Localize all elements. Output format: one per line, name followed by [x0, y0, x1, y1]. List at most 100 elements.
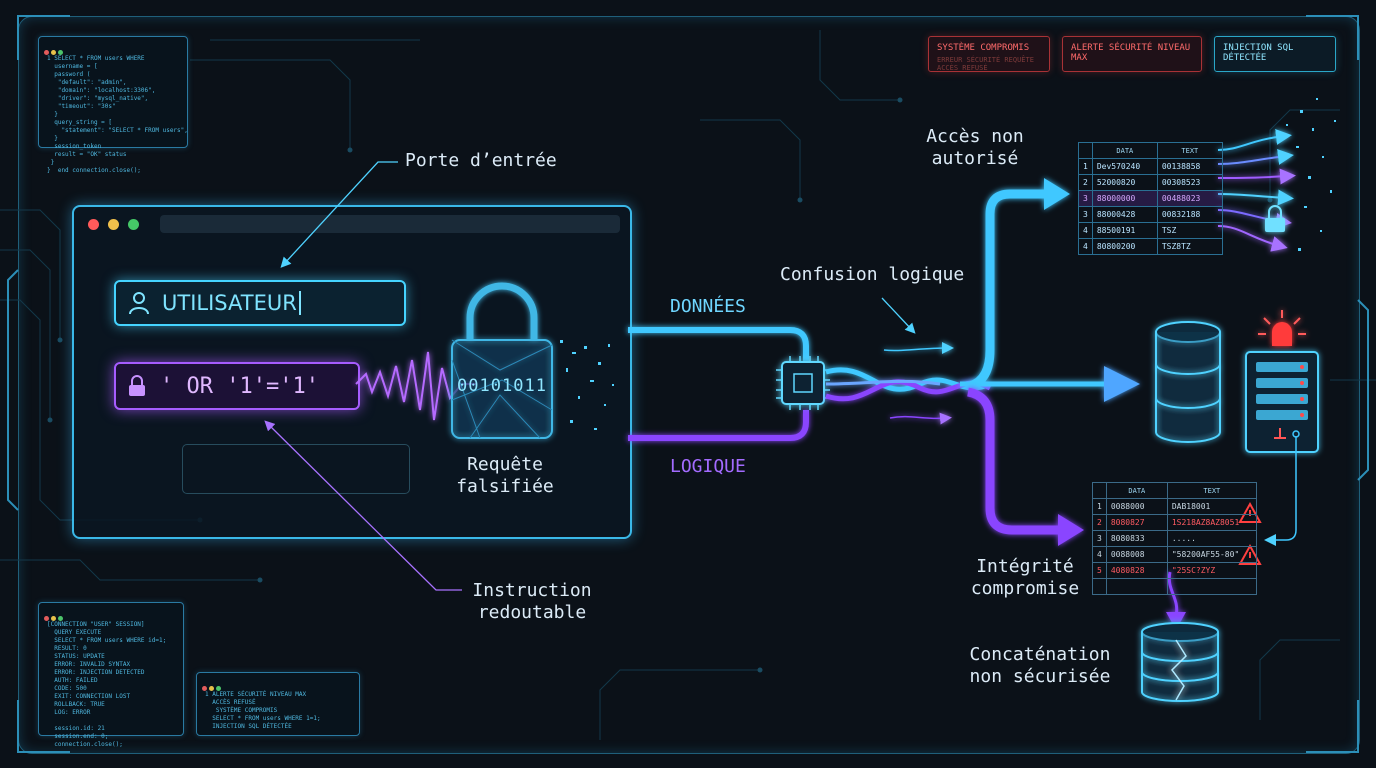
table-row [1092, 578, 1257, 595]
alert-title: INJECTION SQL DÉTECTÉE [1223, 43, 1294, 63]
table-cell: "58200AF55-80" [1166, 546, 1257, 563]
exfil-lock-icon [1265, 205, 1285, 232]
dissolve-particles [560, 340, 614, 430]
logic-path [628, 410, 809, 441]
password-injection-field[interactable]: ' OR '1'='1' [114, 362, 360, 410]
table-cell [1166, 578, 1257, 595]
table-cell: 88000000 [1091, 190, 1158, 207]
lock-icon [129, 375, 145, 396]
table-cell: 3 [1078, 190, 1093, 207]
table-cell: TSZ8TZ [1156, 238, 1223, 255]
terminal-code: [CONNECTION "USER" SESSION] QUERY EXECUT… [47, 621, 167, 748]
table-cell: 00832188 [1156, 206, 1223, 223]
table-cell: 88000428 [1091, 206, 1158, 223]
label-confusion: Confusion logique [780, 264, 965, 285]
table-cell: 0088000 [1105, 498, 1168, 515]
injection-value: ' OR '1'='1' [160, 373, 319, 399]
table-header-row: DATA TEXT [1092, 482, 1257, 499]
window-maximize-dot[interactable] [128, 219, 139, 230]
table-cell: 0088008 [1105, 546, 1168, 563]
table-cell: ..... [1166, 530, 1257, 547]
callout-instruction [264, 420, 462, 591]
table-header [1078, 142, 1093, 159]
table-cell: 8080827 [1105, 514, 1168, 531]
table-cell: 5 [1092, 562, 1107, 579]
label-line: compromise [970, 578, 1080, 599]
window-close-dot[interactable] [88, 219, 99, 230]
database-icon [1155, 321, 1221, 443]
cracked-database-icon [1141, 622, 1219, 702]
data-path [628, 327, 809, 362]
submit-button[interactable] [182, 444, 410, 494]
label-instruction: Instruction redoutable [462, 580, 602, 624]
terminal-window-dots [197, 673, 359, 691]
label-line: Requête [467, 454, 543, 475]
exfiltration-particles [1286, 98, 1336, 251]
table-header-row: DATA TEXT [1078, 142, 1223, 159]
table-header [1092, 482, 1107, 499]
label-gateway: Porte d’entrée [405, 150, 557, 171]
server-loop-line [1264, 430, 1300, 546]
label-line: Intégrité [976, 556, 1074, 577]
label-logic-path: LOGIQUE [670, 456, 746, 477]
user-icon [129, 292, 149, 315]
table-cell: 00138858 [1156, 158, 1223, 175]
table-cell [1092, 578, 1107, 595]
alert-sql-injection-detected: INJECTION SQL DÉTECTÉE [1214, 36, 1336, 72]
table-cell: 3 [1078, 206, 1093, 223]
label-unauthorized-access: Accès non autorisé [910, 126, 1040, 170]
alert-subtitle: ERREUR SÉCURITÉ REQUÊTE ACCÈS REFUSÉ [937, 56, 1034, 72]
access-branch [968, 178, 1070, 391]
table-cell: DAB18001 [1166, 498, 1257, 515]
callout-gateway [280, 161, 398, 268]
table-cell: TSZ [1156, 222, 1223, 239]
integrity-branch [966, 387, 1084, 546]
table-header: TEXT [1156, 142, 1223, 159]
terminal-window-dots [39, 37, 187, 55]
outer-frame [18, 16, 1360, 754]
table-cell: 00488023 [1156, 190, 1223, 207]
label-forged-request: Requête falsifiée [440, 454, 570, 498]
username-field[interactable]: UTILISATEUR [114, 280, 406, 326]
table-cell: 3 [1092, 530, 1107, 547]
text-cursor [298, 291, 301, 315]
label-line: autorisé [931, 148, 1019, 169]
label-line: falsifiée [456, 476, 554, 497]
terminal-window-dots [39, 603, 183, 621]
table-header: TEXT [1166, 482, 1257, 499]
table-cell: 8080833 [1105, 530, 1168, 547]
label-data-path: DONNÉES [670, 296, 746, 317]
table-cell: 1 [1092, 498, 1107, 515]
table-cell: 4 [1078, 238, 1093, 255]
label-line: Accès non [926, 126, 1024, 147]
table-cell: 2 [1092, 514, 1107, 531]
table-cell: 80800200 [1091, 238, 1158, 255]
label-line: non sécurisée [969, 666, 1111, 687]
terminal-bottom-left: [CONNECTION "USER" SESSION] QUERY EXECUT… [38, 602, 184, 748]
padlock-icon [451, 282, 553, 439]
terminal-bottom-middle: 1 ALERTE SÉCURITÉ NIVEAU MAX ACCÈS REFUS… [196, 672, 360, 736]
window-minimize-dot[interactable] [108, 219, 119, 230]
table-cell: 2 [1078, 174, 1093, 191]
address-bar[interactable] [160, 215, 620, 233]
alert-system-compromised: SYSTÈME COMPROMIS ERREUR SÉCURITÉ REQUÊT… [928, 36, 1050, 72]
table-cell: 00308523 [1156, 174, 1223, 191]
table-cell: 1 [1078, 158, 1093, 175]
injection-waveform [355, 351, 476, 421]
database-branch [960, 366, 1140, 402]
alarm-siren-icon [1258, 310, 1306, 346]
table-cell: 4 [1092, 546, 1107, 563]
